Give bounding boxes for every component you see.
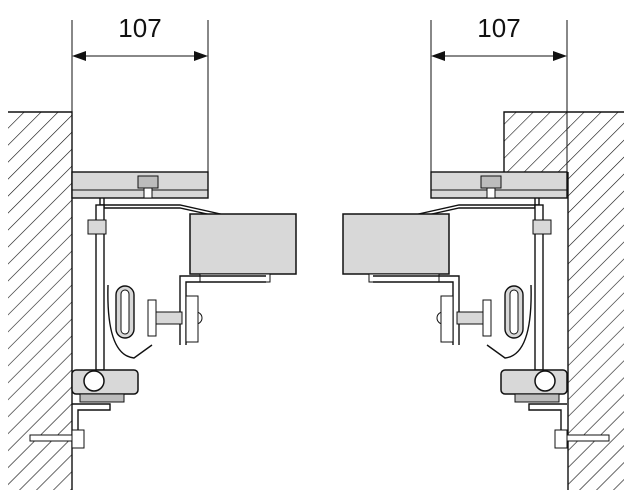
left-dimension-label: 107 xyxy=(118,13,161,43)
left-motor-box xyxy=(189,213,297,275)
left-dimension: 107 xyxy=(71,13,209,172)
right-dimension: 107 xyxy=(430,13,568,172)
right-lower-guide xyxy=(500,369,568,395)
right-dimension-label: 107 xyxy=(477,13,520,43)
right-hardware-assembly xyxy=(342,171,610,449)
left-floor-bolt xyxy=(29,434,73,442)
right-floor-bolt xyxy=(566,434,610,442)
left-wall xyxy=(8,111,73,490)
right-motor-box xyxy=(342,213,450,275)
left-lower-guide xyxy=(71,369,139,395)
left-hardware-assembly xyxy=(29,171,297,449)
right-wall xyxy=(503,111,624,490)
